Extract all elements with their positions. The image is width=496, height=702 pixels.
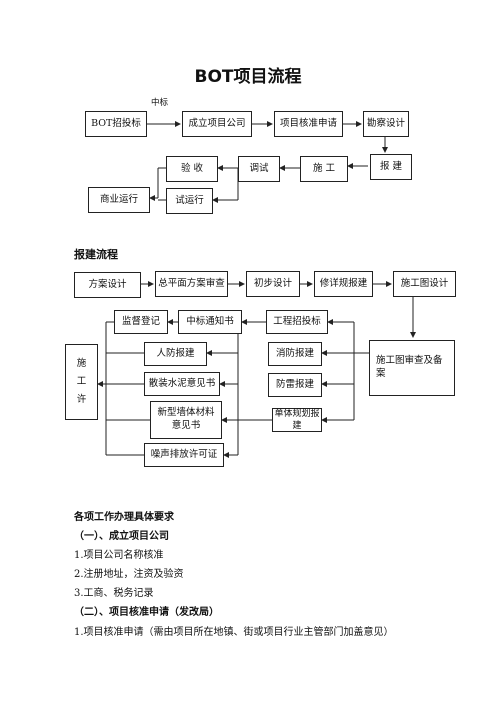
bulk-cement-box: 散装水泥意见书 [144,372,220,396]
scheme-design-box: 方案设计 [74,272,141,298]
trial-run-box: 试运行 [166,188,213,214]
bid-win-label: 中标 [151,98,169,108]
fire-report-box: 消防报建 [268,342,322,366]
section-1-item-2: 2.注册地址，注资及验资 [74,569,184,580]
lightning-report-box: 防雷报建 [268,373,322,397]
detailed-plan-report-box: 修详规报建 [314,271,373,297]
survey-design-box: 勘察设计 [363,111,409,137]
construction-permit-box: 施工许 [65,344,98,420]
requirements-heading: 各项工作办理具体要求 [74,512,174,523]
approval-application-box: 项目核准申请 [274,111,343,137]
setup-company-box: 成立项目公司 [182,111,252,137]
bot-bidding-box: BOT招投标 [85,111,147,137]
page-title: BOT项目流程 [194,67,302,87]
bid-notice-box: 中标通知书 [178,310,242,334]
report-build-box: 报 建 [370,154,412,180]
preliminary-design-box: 初步设计 [246,271,300,297]
construction-drawing-design-box: 施工图设计 [393,271,456,297]
construction-box: 施 工 [300,156,348,182]
construction-drawing-review-box: 施工图审查及备案 [369,340,455,396]
section-2-item-1: 1.项目核准申请（需由项目所在地镇、街或项目行业主管部门加盖意见） [74,627,394,638]
engineering-bidding-box: 工程招投标 [266,310,328,334]
single-planning-report-box: 单体规划报建 [272,408,322,432]
noise-permit-box: 噪声排放许可证 [144,443,224,467]
debug-box: 调试 [238,156,280,182]
civil-air-defense-box: 人防报建 [144,342,207,366]
section-2-heading: （二）、项目核准申请（发改局） [74,607,219,618]
section-1-item-1: 1.项目公司名称核准 [74,550,164,561]
report-flow-heading: 报建流程 [74,248,118,261]
acceptance-box: 验 收 [166,156,218,182]
new-wall-material-box: 新型墙体材料意见书 [150,401,222,439]
commercial-operation-box: 商业运行 [88,187,150,213]
supervision-registration-box: 监督登记 [114,310,168,334]
master-plan-review-box: 总平面方案审查 [155,271,228,297]
section-1-heading: （一）、成立项目公司 [74,531,169,542]
section-1-item-3: 3.工商、税务记录 [74,588,154,599]
